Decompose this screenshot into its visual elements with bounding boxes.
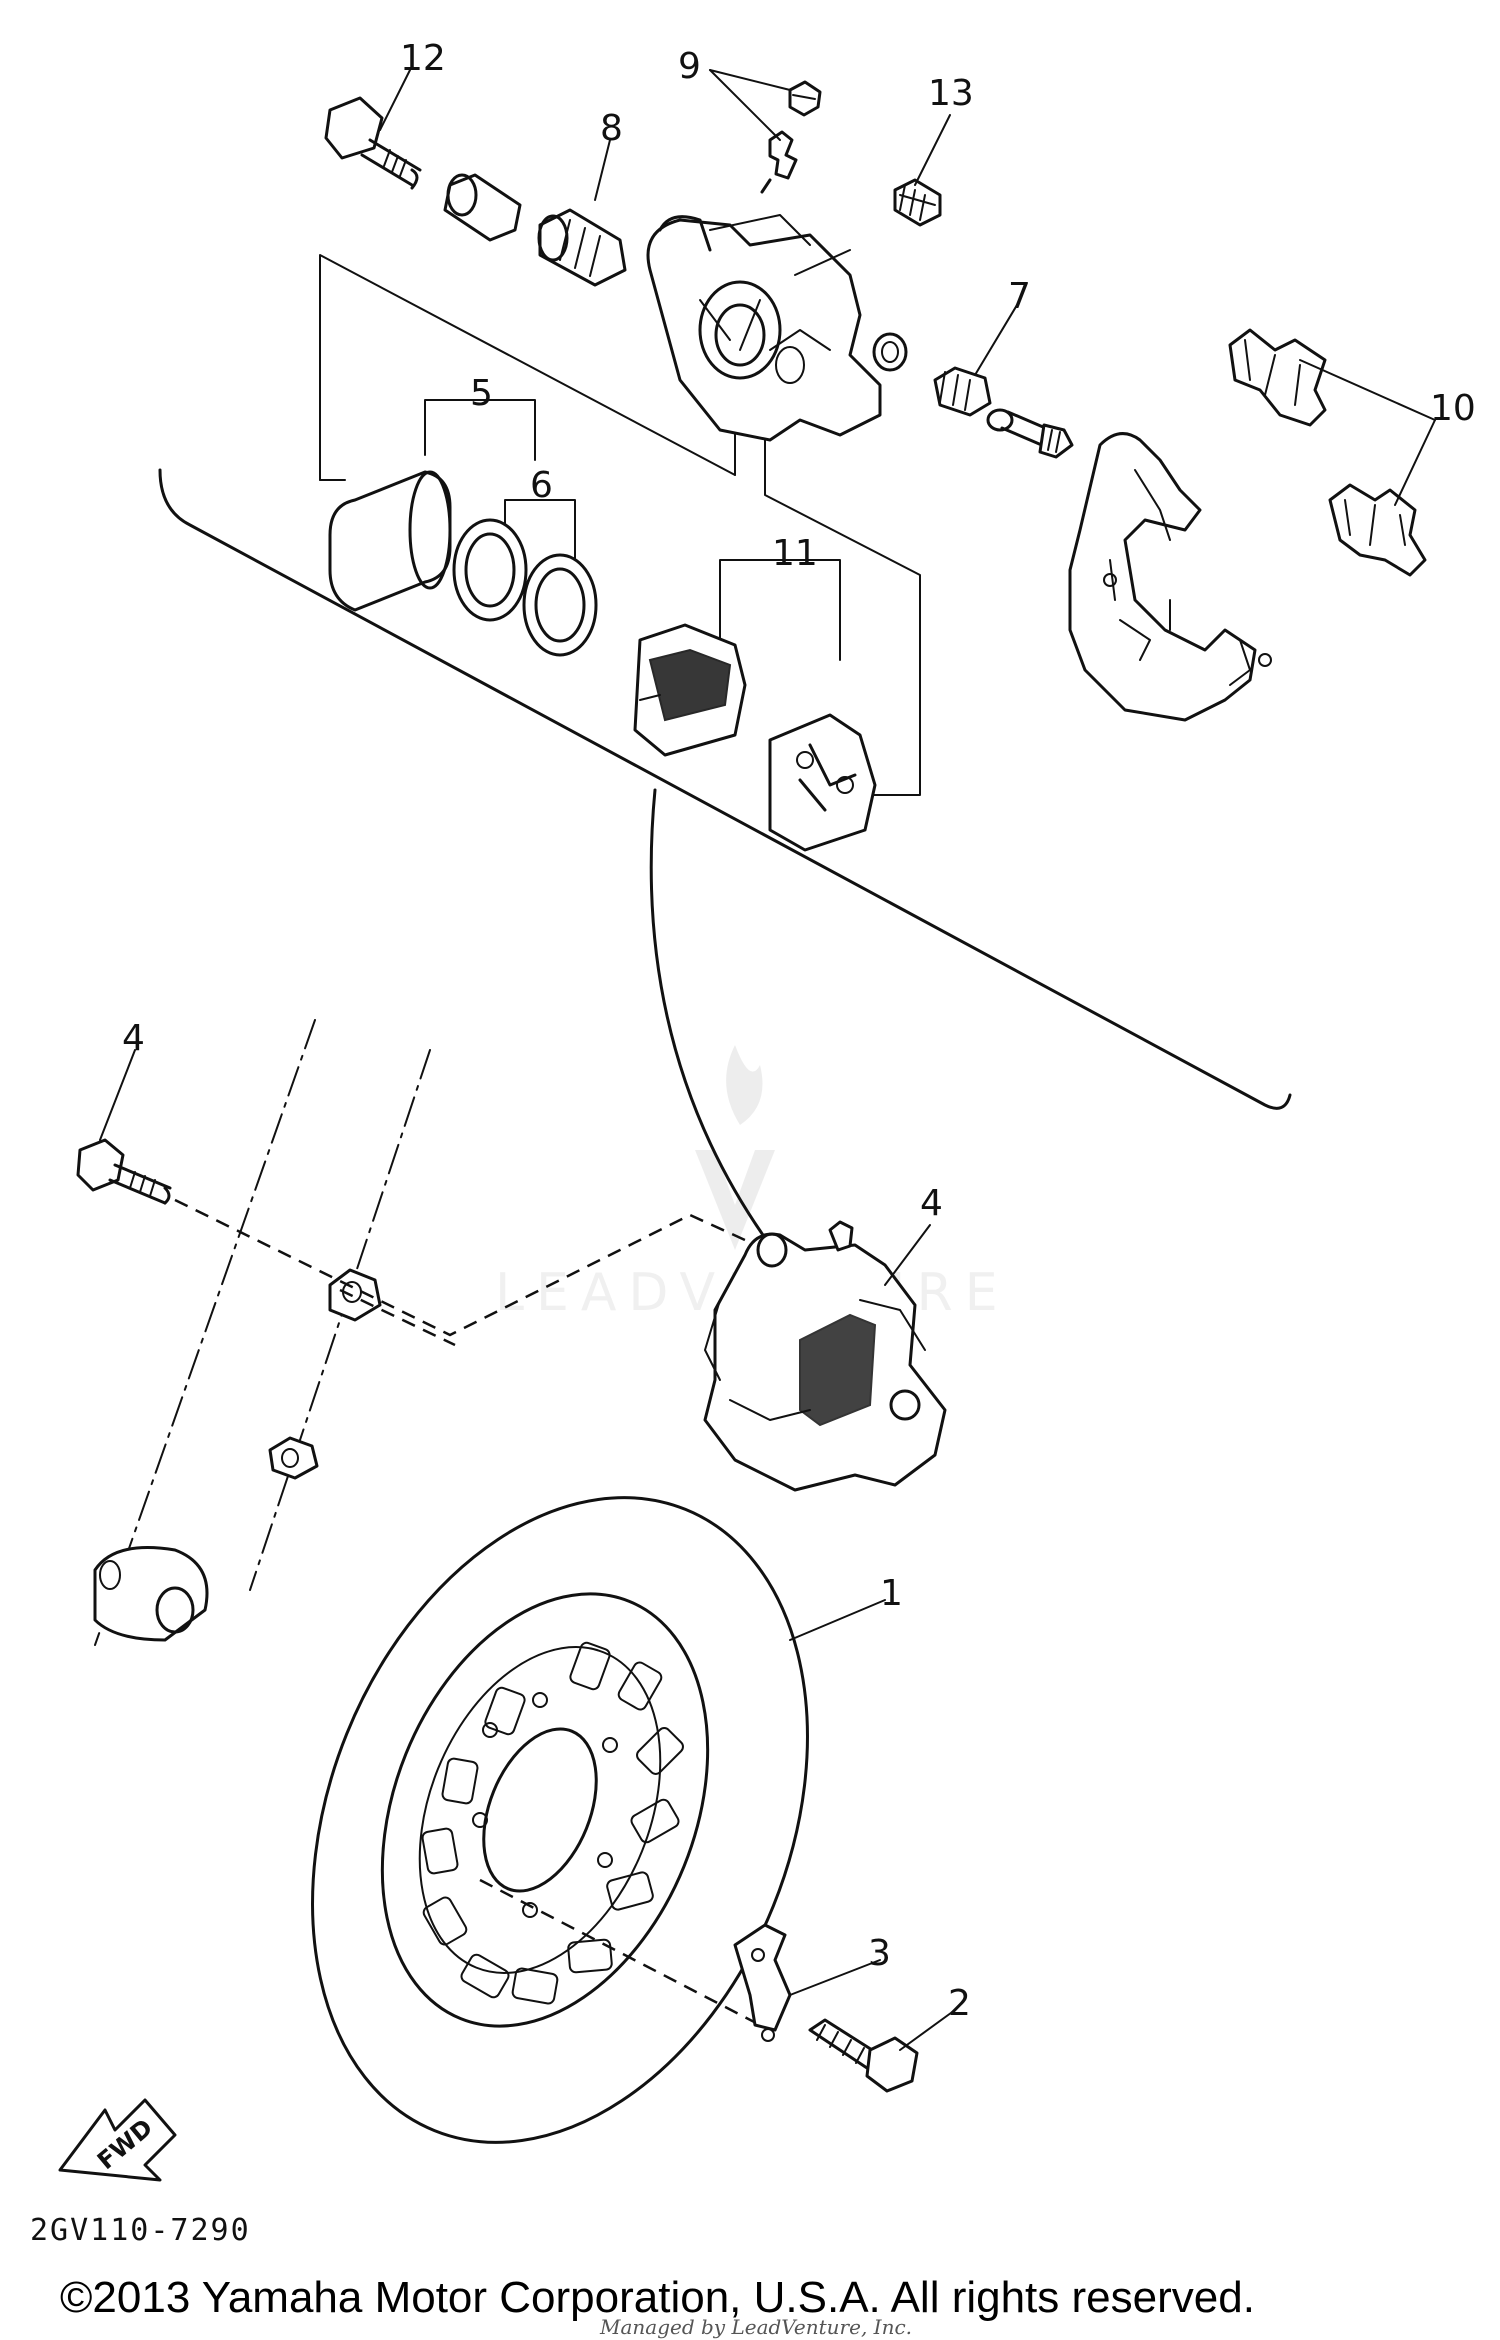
part-11-pad-outer — [768, 713, 877, 852]
callout-2: 2 — [948, 1983, 971, 2024]
part-9-bleed-screw — [760, 80, 822, 194]
mount-line-bolt-to-caliper — [174, 1198, 746, 1337]
part-o-ring-small — [872, 332, 908, 372]
callout-7: 7 — [1008, 276, 1031, 317]
exploded-view-panel-border — [158, 468, 1292, 1110]
part-11-pad-inner — [633, 623, 747, 757]
disc-vent-holes — [421, 1641, 684, 2005]
callout-8: 8 — [600, 108, 623, 149]
part-2-disc-bolt — [808, 2018, 919, 2093]
part-6-dust-seal — [522, 553, 598, 657]
part-10-pad-spring-lower — [1328, 483, 1427, 577]
callout-3: 3 — [868, 1933, 891, 1974]
part-4-caliper-mount-bolt — [76, 1138, 172, 1205]
part-12-caliper-bolt — [324, 96, 422, 190]
front-fork-leg — [93, 1019, 431, 1646]
callout-10: 10 — [1430, 388, 1476, 429]
part-1-brake-disc — [311, 1496, 809, 2144]
part-slide-pin — [986, 408, 1074, 459]
callout-9: 9 — [678, 46, 701, 87]
part-10-pad-spring-upper — [1228, 328, 1327, 427]
part-o-ring-inner — [881, 341, 899, 363]
callout-4-caliper: 4 — [920, 1183, 943, 1224]
part-6-piston-seal — [452, 518, 528, 622]
callout-1: 1 — [880, 1573, 903, 1614]
callout-11: 11 — [772, 533, 818, 574]
copyright-notice: ©2013 Yamaha Motor Corporation, U.S.A. A… — [60, 2273, 1255, 2322]
part-3-lock-washer — [733, 1923, 792, 2042]
callout-6: 6 — [530, 465, 553, 506]
part-sleeve — [443, 173, 522, 242]
part-7-boot — [933, 366, 992, 417]
assembled-caliper — [703, 1220, 947, 1492]
part-5-piston — [328, 470, 452, 612]
callout-5: 5 — [470, 373, 493, 414]
part-caliper-bracket — [1068, 432, 1272, 722]
part-caliper-body — [646, 214, 882, 442]
mount-line-disc-bolt — [479, 1878, 761, 2027]
part-13-plug — [893, 178, 942, 227]
assembly-arrow-line — [649, 788, 772, 1247]
diagram-code: 2GV110-7290 — [30, 2213, 251, 2248]
forward-direction-arrow: FWD — [58, 2098, 177, 2182]
part-8-boot — [537, 208, 627, 287]
faint-overlay-text: Managed by LeadVenture, Inc. — [599, 2315, 912, 2339]
callout-numbers: 12 8 9 13 7 10 5 6 11 4 4 1 3 2 — [122, 38, 1476, 2024]
callout-13: 13 — [928, 73, 974, 114]
callout-12: 12 — [400, 38, 446, 79]
leader-lines — [99, 69, 1436, 2051]
callout-4-bolt: 4 — [122, 1018, 145, 1059]
disc-bolt-holes — [472, 1692, 618, 1918]
